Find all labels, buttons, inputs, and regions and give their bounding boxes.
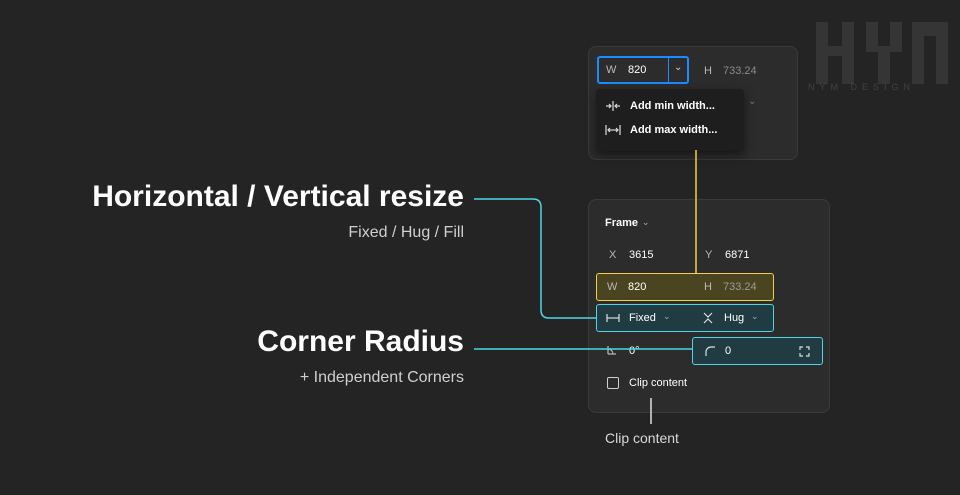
height-value[interactable]: 733.24 — [723, 65, 757, 77]
rotation-icon — [607, 346, 616, 355]
y-label: Y — [705, 249, 713, 261]
rotation-input[interactable]: 0° — [629, 345, 640, 357]
corner-radius-row: 0 — [692, 337, 823, 365]
annotation-clip-content: Clip content — [605, 430, 679, 446]
width-value[interactable]: 820 — [628, 64, 647, 76]
y-input[interactable]: 6871 — [725, 249, 750, 261]
width-options-menu: Add min width... Add max width... — [596, 89, 744, 151]
connector-resize-cyan — [474, 198, 596, 319]
width-height-row: W 820 H 733.24 — [596, 273, 774, 301]
annotation-corner-subtitle: + Independent Corners — [299, 369, 464, 386]
corner-radius-icon — [705, 346, 715, 356]
corner-radius-input[interactable]: 0 — [725, 345, 732, 357]
annotation-corner-title: Corner Radius — [257, 325, 464, 358]
menu-item-add-max-width[interactable]: Add max width... — [596, 120, 744, 142]
clip-content-checkbox[interactable] — [607, 377, 619, 389]
chevron-down-icon: ⌄ — [748, 96, 757, 107]
horizontal-resize-icon — [606, 314, 620, 322]
chevron-down-icon[interactable]: ⌄ — [751, 311, 759, 321]
height-label: H — [704, 65, 712, 77]
chevron-down-icon[interactable]: ⌄ — [642, 217, 650, 227]
vertical-resize-select[interactable]: Hug — [724, 312, 745, 324]
width-input-focused[interactable]: W 820 ⌄ — [597, 56, 689, 84]
width-input[interactable]: 820 — [628, 281, 647, 293]
width-label: W — [607, 281, 618, 293]
menu-item-add-min-width[interactable]: Add min width... — [596, 96, 744, 118]
annotation-resize-subtitle: Fixed / Hug / Fill — [348, 224, 464, 241]
independent-corners-icon[interactable] — [799, 346, 810, 357]
x-input[interactable]: 3615 — [629, 249, 654, 261]
x-label: X — [609, 249, 617, 261]
width-label: W — [606, 64, 617, 76]
max-width-icon — [605, 125, 621, 135]
menu-item-label: Add min width... — [630, 100, 715, 112]
frame-title[interactable]: Frame — [605, 217, 639, 229]
chevron-down-icon[interactable]: ⌄ — [674, 62, 683, 73]
watermark-text: NYM DESIGN — [808, 82, 916, 92]
watermark-logo — [816, 22, 948, 84]
clip-content-label: Clip content — [629, 377, 688, 389]
resize-mode-row: Fixed ⌄ Hug ⌄ — [596, 304, 774, 332]
chevron-down-icon[interactable]: ⌄ — [663, 311, 671, 321]
height-label: H — [704, 281, 712, 293]
field-divider — [668, 58, 669, 82]
height-input[interactable]: 733.24 — [723, 281, 757, 293]
menu-item-label: Add max width... — [630, 124, 718, 136]
horizontal-resize-select[interactable]: Fixed — [629, 312, 656, 324]
min-width-icon — [606, 101, 620, 111]
annotation-resize-title: Horizontal / Vertical resize — [92, 180, 464, 213]
vertical-resize-icon — [703, 312, 713, 324]
